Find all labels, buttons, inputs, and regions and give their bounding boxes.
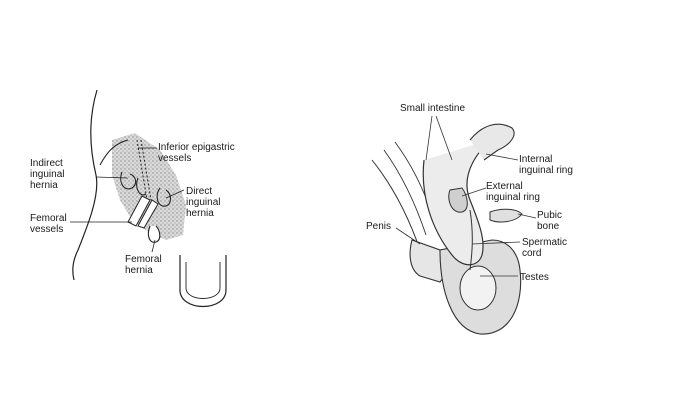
label-testes: Testes bbox=[520, 272, 549, 283]
inset-outline-inner bbox=[185, 262, 221, 299]
body-fold bbox=[371, 159, 421, 251]
femoral-hernia-sac bbox=[147, 225, 161, 243]
leader-spermatic-cord bbox=[471, 241, 521, 245]
inset-outline bbox=[179, 255, 227, 308]
label-penis: Penis bbox=[366, 221, 392, 232]
testis-shape bbox=[459, 265, 497, 311]
indirect-hernia-sac bbox=[120, 171, 137, 190]
penis-shape bbox=[409, 239, 446, 283]
label-inferior-epigastric-vessels: Inferior epigastric vessels bbox=[158, 142, 235, 164]
body-fold-2 bbox=[383, 149, 427, 236]
pubic-bone-shape bbox=[489, 208, 523, 223]
external-ring-opening bbox=[448, 187, 468, 213]
label-femoral-vessels: Femoral vessels bbox=[30, 213, 67, 235]
leader-internal-ring bbox=[485, 153, 519, 161]
groin-shaded-area bbox=[112, 133, 186, 240]
label-spermatic-cord: Spermatic cord bbox=[522, 237, 568, 259]
indirect-hernia-sac-2 bbox=[136, 177, 147, 196]
label-internal-inguinal-ring: Internal inguinal ring bbox=[519, 154, 573, 176]
label-pubic-bone: Pubic bone bbox=[537, 210, 563, 232]
leader-intestine-1 bbox=[425, 115, 433, 161]
abdominal-flap bbox=[99, 139, 129, 166]
femoral-vessels-tube-2 bbox=[137, 199, 159, 229]
label-small-intestine: Small intestine bbox=[400, 103, 466, 114]
intestine-upper bbox=[469, 123, 515, 161]
leader-pubic-bone bbox=[517, 213, 537, 219]
femoral-vessels-tube bbox=[127, 195, 151, 227]
direct-hernia-sac bbox=[156, 187, 172, 207]
label-external-inguinal-ring: External inguinal ring bbox=[486, 181, 540, 203]
label-direct-inguinal-hernia: Direct inguinal hernia bbox=[186, 186, 221, 219]
leader-penis bbox=[395, 227, 421, 245]
leader-direct bbox=[165, 189, 185, 199]
body-outline bbox=[72, 89, 98, 281]
leader-indirect bbox=[95, 176, 129, 179]
label-indirect-inguinal-hernia: Indirect inguinal hernia bbox=[30, 158, 65, 191]
leader-external-ring bbox=[461, 187, 487, 197]
leader-femoral-hernia bbox=[151, 239, 156, 253]
label-femoral-hernia: Femoral hernia bbox=[125, 254, 162, 276]
leader-intestine-2 bbox=[435, 115, 453, 161]
